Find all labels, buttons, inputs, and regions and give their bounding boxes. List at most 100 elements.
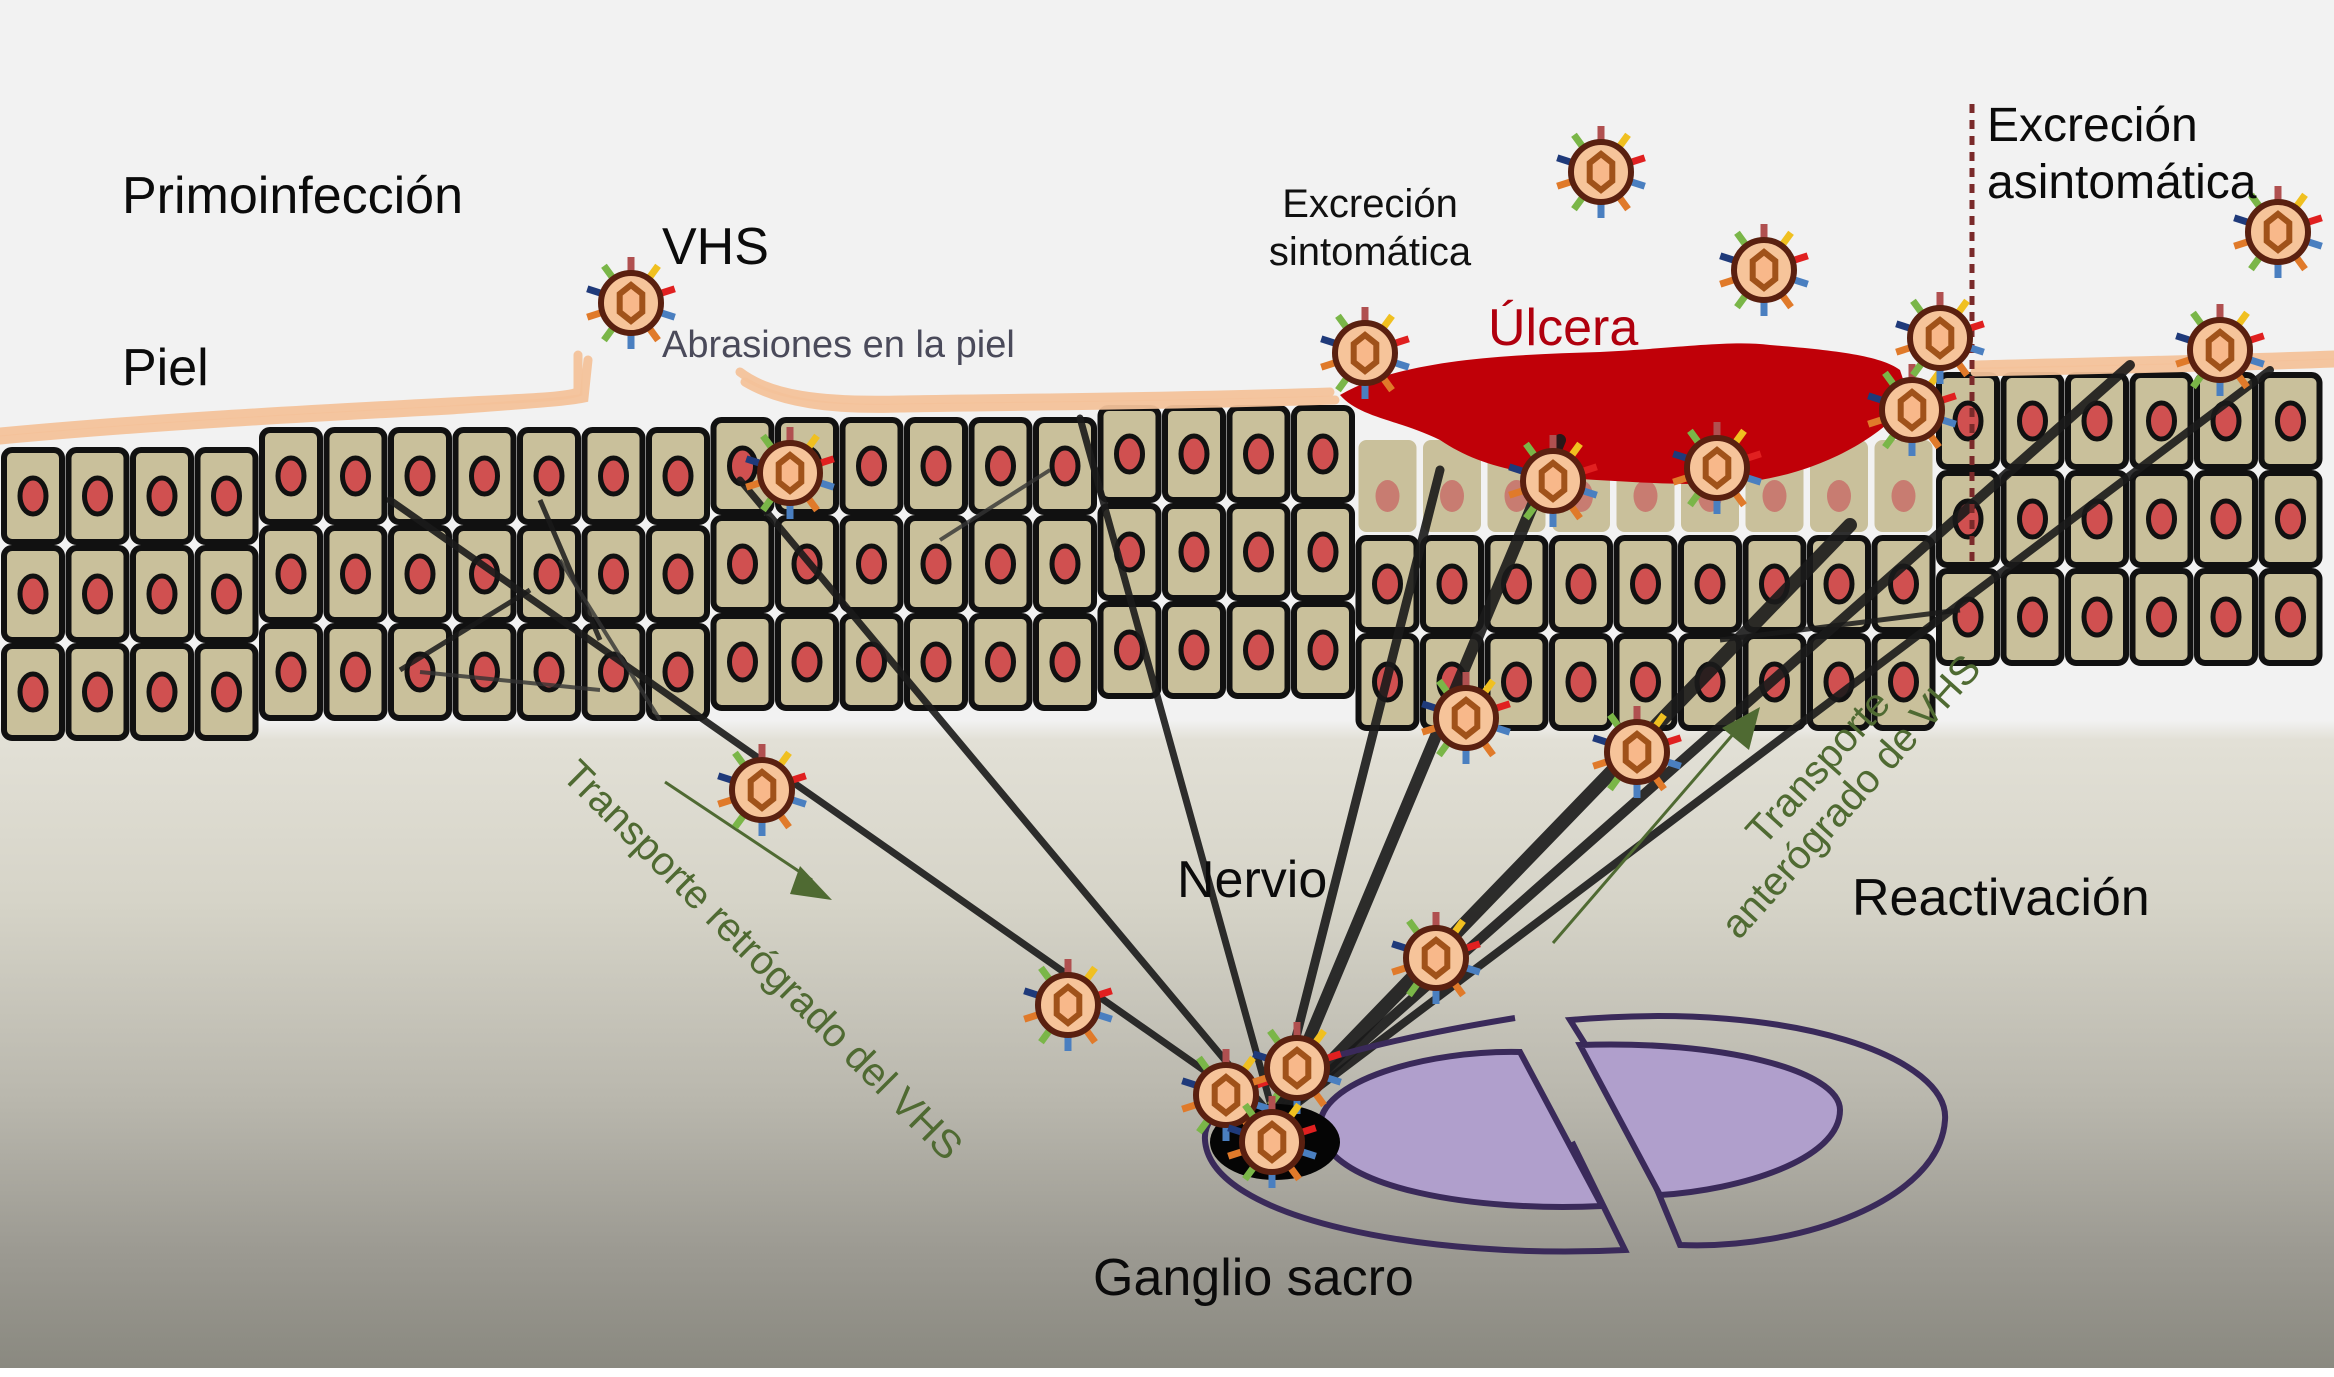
cell-nucleus — [533, 455, 565, 497]
cell-nucleus — [1630, 563, 1661, 605]
cell-nucleus — [2275, 596, 2306, 638]
cell-nucleus — [1049, 543, 1081, 585]
cell-nucleus — [211, 573, 242, 615]
cell-nucleus — [920, 543, 952, 585]
cell-nucleus — [2275, 498, 2306, 540]
cell-nucleus — [2081, 596, 2113, 638]
nerve-fiber — [1076, 414, 1279, 1124]
cell-nucleus — [1114, 433, 1145, 475]
corneum-stroke — [1970, 358, 2334, 377]
retrograde-arrow-head — [790, 866, 832, 900]
cell-nucleus — [1565, 661, 1597, 703]
cell-nucleus — [1178, 531, 1210, 573]
nerve-branch — [398, 587, 532, 673]
label-reactivation: Reactivación — [1852, 869, 2150, 927]
cell-nucleus — [340, 455, 371, 497]
cell-nucleus — [920, 445, 952, 487]
cell-nucleus — [1823, 563, 1855, 605]
cell-nucleus — [662, 651, 694, 693]
virion-capsid — [1282, 1046, 1312, 1090]
cell-nucleus — [211, 475, 242, 517]
nerve-branch — [537, 499, 603, 641]
ganglion-outer-right — [1564, 1013, 1949, 1249]
virion-icon — [1672, 422, 1762, 514]
cell-nucleus — [82, 671, 113, 713]
anterograde-arrow-shaft — [1551, 731, 1737, 944]
cell-nucleus — [1891, 480, 1916, 512]
cell-nucleus — [146, 475, 178, 517]
corneum-stroke — [0, 350, 583, 437]
cell-nucleus — [533, 553, 565, 595]
label-ganglion: Ganglio sacro — [1093, 1249, 1414, 1307]
cell-nucleus — [1372, 563, 1403, 605]
cell-nucleus — [2275, 400, 2306, 442]
cell-nucleus — [1307, 531, 1339, 573]
cell-nucleus — [662, 455, 694, 497]
label-asymptomatic-line-2: asintomática — [1987, 155, 2257, 209]
corneum-stroke — [1970, 350, 2334, 370]
cell-nucleus — [727, 641, 758, 683]
virion-icon — [1508, 435, 1598, 527]
virion-capsid — [1451, 696, 1481, 740]
label-symptomatic-line-2: sintomática — [1268, 230, 1472, 274]
anterograde-arrow — [1551, 707, 1760, 944]
virion-capsid — [1257, 1120, 1287, 1164]
label-primary-infection: Primoinfección — [122, 167, 464, 225]
virion-icon — [2233, 186, 2323, 278]
cell-nucleus — [2146, 498, 2177, 540]
virion-icon — [1719, 224, 1809, 316]
label-nerve: Nervio — [1177, 851, 1328, 909]
label-skin: Piel — [122, 339, 209, 397]
cell-nucleus — [1243, 433, 1274, 475]
ganglion-nucleus-left — [1316, 1048, 1607, 1210]
virion-capsid — [1925, 316, 1955, 360]
ulcer-lesion — [1340, 343, 1910, 484]
cell-nucleus — [791, 641, 823, 683]
label-symptomatic-shedding: Excreción sintomática — [1268, 182, 1472, 274]
virion-capsid — [1702, 446, 1732, 490]
virion-capsid — [747, 768, 777, 812]
cell-nucleus — [1178, 433, 1210, 475]
cell-nucleus — [469, 651, 500, 693]
cell-nucleus — [146, 671, 178, 713]
virion-capsid — [2205, 328, 2235, 372]
virion-icon — [2175, 304, 2265, 396]
nerve-fiber — [1270, 360, 2135, 1125]
virion-capsid — [1053, 983, 1083, 1027]
cell-nucleus — [856, 641, 887, 683]
nerve-branch — [558, 558, 662, 722]
nerve-fiber — [1270, 465, 1445, 1125]
cell-nucleus — [1633, 480, 1658, 512]
label-ulcer: Úlcera — [1488, 299, 1639, 357]
cell-nucleus — [2146, 596, 2177, 638]
cell-nucleus — [17, 671, 49, 713]
cell-nucleus — [920, 641, 952, 683]
cell-nucleus — [1952, 400, 1984, 442]
cell-nucleus — [1307, 433, 1339, 475]
retrograde-arrow — [664, 780, 832, 900]
cell-nucleus — [985, 543, 1016, 585]
cell-nucleus — [146, 573, 178, 615]
virion-icon — [1592, 706, 1682, 798]
cell-nucleus — [1565, 563, 1597, 605]
virion-icon — [1867, 364, 1957, 456]
virion-capsid — [1538, 459, 1568, 503]
virion-icon — [745, 427, 835, 519]
cell-nucleus — [856, 445, 887, 487]
virion-icon — [1391, 912, 1481, 1004]
nerve-fiber — [736, 476, 1279, 1124]
corneum-stroke — [740, 377, 1340, 413]
virion-capsid — [1622, 730, 1652, 774]
cell-nucleus — [856, 543, 887, 585]
virion-capsid — [2263, 210, 2293, 254]
retrograde-arrow-shaft — [664, 780, 813, 882]
cell-nucleus — [2210, 498, 2242, 540]
cell-nucleus — [469, 455, 500, 497]
cell-nucleus — [1762, 480, 1787, 512]
ganglion-nucleus-right — [1575, 1041, 1844, 1199]
cell-nucleus — [275, 553, 307, 595]
cell-nucleus — [2210, 596, 2242, 638]
label-asymptomatic-shedding: Excreción asintomática — [1987, 99, 2257, 210]
virion-icon — [1227, 1096, 1317, 1188]
